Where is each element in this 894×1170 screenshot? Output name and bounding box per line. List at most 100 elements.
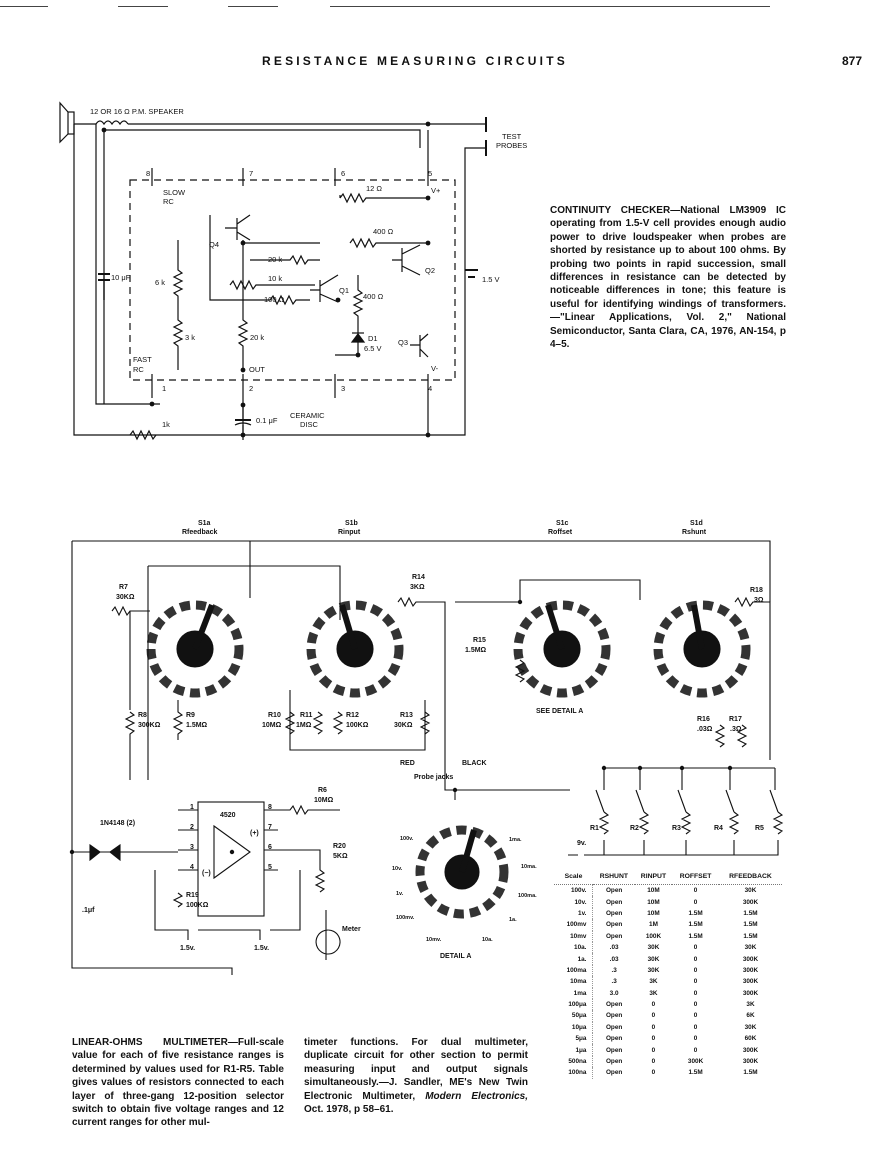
cap-10uf-label: 10 μF xyxy=(111,273,131,282)
cap-01-label: 0.1 μF xyxy=(256,416,278,425)
multimeter-caption-body: —Full-scale value for each of five resis… xyxy=(72,1037,284,1129)
fast-rc-label-1: FAST xyxy=(133,355,152,364)
resistor-value-table: Scale RSHUNT RINPUT ROFFSET RFEEDBACK 10… xyxy=(554,873,782,1079)
r19-label: R19 xyxy=(186,892,199,899)
d1-voltage-label: 6.5 V xyxy=(364,344,382,353)
ic-plus-label: (+) xyxy=(250,830,259,837)
r10k-label: 10 k xyxy=(268,274,283,283)
table-cell: 1.5M xyxy=(688,921,703,929)
table-cell: 3K xyxy=(649,978,658,986)
table-cell: Open xyxy=(592,884,635,897)
r13-label: R13 xyxy=(400,712,413,719)
table-cell: 0 xyxy=(651,1035,656,1043)
table-cell: 10M xyxy=(647,887,660,895)
switch-label-s1c: S1c xyxy=(556,520,569,527)
table-cell: 30K xyxy=(647,944,660,952)
multimeter-caption-end: Oct. 1978, p 58–61. xyxy=(304,1104,394,1116)
r17-label: R17 xyxy=(729,716,742,723)
table-cell: 100μa xyxy=(568,1001,587,1009)
table-cell: 1.5M xyxy=(688,932,703,940)
table-cell: 100v. xyxy=(570,887,587,895)
page-number: 877 xyxy=(842,54,863,68)
top-rule-right xyxy=(330,6,770,7)
switch-label-s1a-sub: Rfeedback xyxy=(182,529,218,536)
switch-label-s1a-id: S1a xyxy=(198,520,211,527)
r20k-b-label: 20 k xyxy=(250,333,265,342)
r20k-a-label: 20 k xyxy=(268,255,283,264)
pin-3-label: 3 xyxy=(341,384,346,393)
table-cell: 10M xyxy=(647,909,660,917)
ic-pin-8: 8 xyxy=(268,804,272,811)
multimeter-caption-right: timeter functions. For dual multimeter, … xyxy=(304,1036,528,1116)
table-cell: 1.5M xyxy=(743,1069,758,1077)
table-cell: 300K xyxy=(742,978,759,986)
r9-label: R9 xyxy=(186,712,195,719)
table-cell: Open xyxy=(592,1033,635,1045)
table-header-rinput: RINPUT xyxy=(634,873,673,885)
r100-label: 100 Ω xyxy=(264,295,285,304)
r7-label: R7 xyxy=(119,584,128,591)
table-cell: Open xyxy=(592,907,635,920)
r18-value: 3Ω xyxy=(754,597,764,604)
top-rule-mid2 xyxy=(228,6,278,7)
table-cell: 0 xyxy=(693,944,698,952)
table-cell: 1M xyxy=(649,921,658,929)
table-cell: 0 xyxy=(693,1023,698,1031)
q1-label: Q1 xyxy=(339,286,350,295)
table-cell: 1ma xyxy=(573,989,587,997)
detail-100ma: 100ma. xyxy=(518,893,537,899)
out-label: OUT xyxy=(249,365,265,374)
r16-label: R16 xyxy=(697,716,710,723)
switch-label-s1d: S1d xyxy=(690,520,703,527)
switch-wafer-s1c xyxy=(513,600,611,698)
table-cell: 10μa xyxy=(571,1023,587,1031)
table-cell: .03 xyxy=(592,941,635,954)
q4-label: Q4 xyxy=(209,240,220,249)
table-cell: 0 xyxy=(651,1069,656,1077)
table-cell: 10v. xyxy=(574,898,587,906)
table-cell: Open xyxy=(592,1044,635,1056)
table-cell: 5μa xyxy=(575,1035,587,1043)
table-cell: 300K xyxy=(742,1058,759,1066)
r11-value: 1MΩ xyxy=(296,722,312,729)
table-cell: Open xyxy=(592,1010,635,1022)
cap-label: .1μf xyxy=(82,907,95,914)
r3-label: R3 xyxy=(672,825,681,832)
detail-100mv: 100mv. xyxy=(396,915,415,921)
table-cell: Open xyxy=(592,998,635,1011)
r20-label: R20 xyxy=(333,843,346,850)
r7-value: 30KΩ xyxy=(116,594,135,601)
r14-label: R14 xyxy=(412,574,425,581)
probe-jacks-label: Probe jacks xyxy=(414,774,454,781)
table-cell: 3K xyxy=(746,1001,755,1009)
pin-2-label: 2 xyxy=(249,384,254,393)
pin-8-label: 8 xyxy=(146,169,151,178)
table-cell: 1μa xyxy=(575,1046,587,1054)
d1-label: D1 xyxy=(368,334,378,343)
table-cell: .03 xyxy=(592,953,635,965)
speaker-icon xyxy=(67,111,75,135)
fast-rc-label-2: RC xyxy=(133,365,144,374)
ic-pin-3: 3 xyxy=(190,844,194,851)
continuity-caption-title: CONTINUITY CHECKER xyxy=(550,205,671,216)
table-cell: Open xyxy=(592,896,635,908)
ic-pin-5: 5 xyxy=(268,864,272,871)
table-cell: .3 xyxy=(592,964,635,977)
table-cell: 300K xyxy=(742,1046,759,1054)
table-cell: 1v. xyxy=(578,909,587,917)
table-cell: 30K xyxy=(647,955,660,963)
table-cell: 0 xyxy=(693,1046,698,1054)
q3-label: Q3 xyxy=(398,338,409,347)
pin-4-label: 4 xyxy=(428,384,433,393)
r9-value: 1.5MΩ xyxy=(186,722,208,729)
r11-label: R11 xyxy=(300,712,313,719)
ic-pin-4: 4 xyxy=(190,864,194,871)
detail-1ma: 1ma. xyxy=(509,837,522,843)
